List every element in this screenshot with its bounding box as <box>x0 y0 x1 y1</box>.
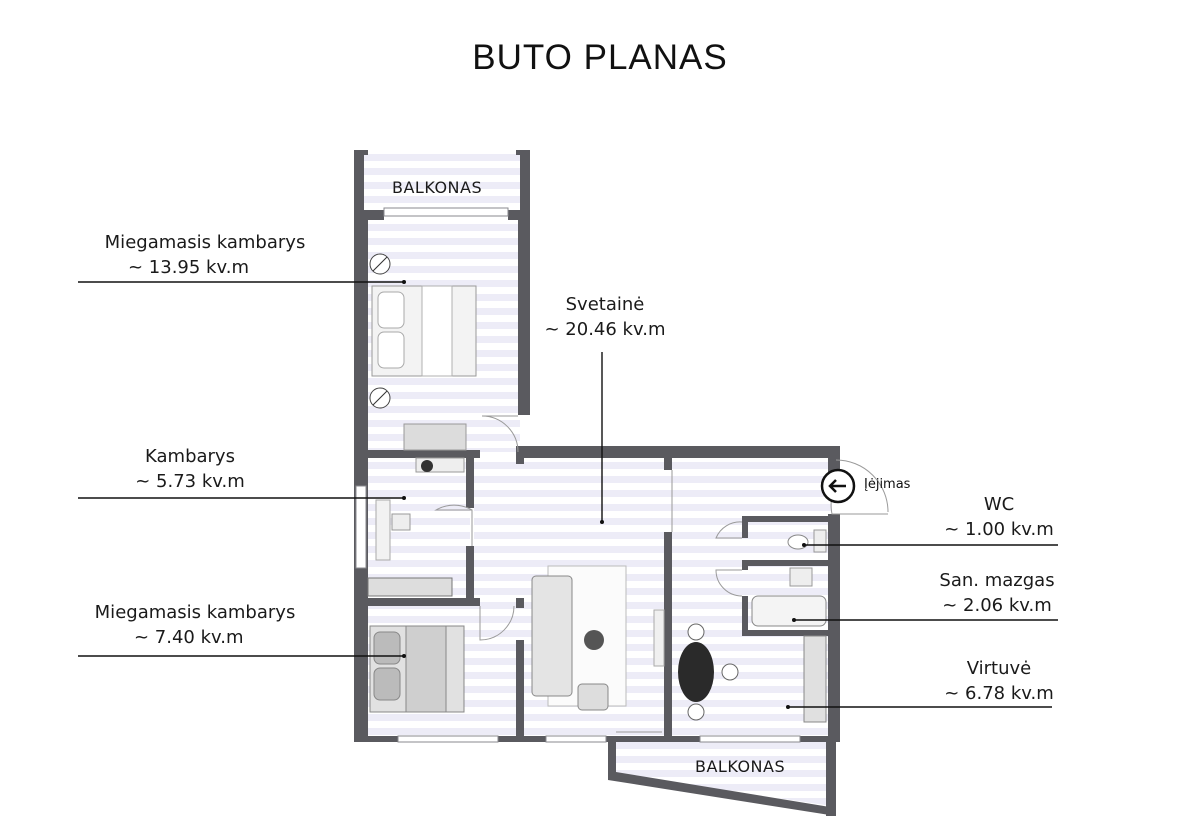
room-area: ~ 1.00 kv.m <box>944 519 1054 540</box>
door-swing <box>715 521 743 539</box>
room-label-small-room: Kambarys ~ 5.73 kv.m <box>110 444 270 494</box>
wall <box>516 598 524 608</box>
windows <box>355 207 801 743</box>
wall <box>354 150 364 218</box>
balcony-label-top: BALKONAS <box>392 178 483 197</box>
room-name: Svetainė <box>565 294 645 315</box>
room-name: Miegamasis kambarys <box>94 602 296 623</box>
wall <box>516 150 530 155</box>
sofa-icon <box>531 565 665 711</box>
wall <box>742 516 832 522</box>
room-area: ~ 6.78 kv.m <box>944 683 1054 704</box>
wall <box>608 738 616 778</box>
window <box>699 735 801 743</box>
wall <box>828 514 840 738</box>
room-label-bedroom-large: Miegamasis kambarys ~ 13.95 kv.m <box>70 230 340 280</box>
furniture <box>367 253 827 723</box>
leader-dots <box>402 280 806 709</box>
wall <box>364 450 480 458</box>
wall <box>742 560 748 570</box>
wall <box>742 630 832 636</box>
room-area: ~ 7.40 kv.m <box>134 627 244 648</box>
wall <box>354 210 368 740</box>
wall <box>516 446 524 464</box>
door-swing <box>481 415 519 453</box>
wall <box>742 596 748 636</box>
wall <box>520 150 530 218</box>
wall <box>364 598 480 606</box>
plan-title: BUTO PLANAS <box>472 38 728 77</box>
wall <box>742 560 832 566</box>
dining-table-icon <box>678 623 827 723</box>
dresser <box>403 423 467 451</box>
window <box>355 485 367 569</box>
floor-top-balcony <box>360 150 528 210</box>
balcony-label-bottom: BALKONAS <box>695 757 786 776</box>
bathtub-icon <box>751 567 827 627</box>
wall <box>516 640 524 736</box>
bed-small-icon <box>369 625 465 713</box>
wall <box>664 458 672 470</box>
door-swing <box>479 605 515 641</box>
wall <box>518 210 530 415</box>
window <box>383 207 509 217</box>
room-label-wc: WC ~ 1.00 kv.m <box>930 492 1068 542</box>
bed-large-icon <box>369 253 477 409</box>
room-area: ~ 5.73 kv.m <box>135 471 245 492</box>
door-swing <box>715 569 743 597</box>
floor-bottom-balcony <box>614 742 832 806</box>
wall <box>826 738 836 816</box>
room-name: San. mazgas <box>939 570 1055 591</box>
room-label-kitchen: Virtuvė ~ 6.78 kv.m <box>928 656 1070 706</box>
room-area: ~ 13.95 kv.m <box>128 257 249 278</box>
room-name: Miegamasis kambarys <box>104 232 306 253</box>
room-area: ~ 2.06 kv.m <box>942 595 1052 616</box>
floor-corridor <box>474 458 524 608</box>
room-name: Virtuvė <box>966 658 1032 679</box>
wall <box>664 532 672 736</box>
room-label-bathroom: San. mazgas ~ 2.06 kv.m <box>926 568 1068 618</box>
doors <box>434 415 889 733</box>
wall <box>466 546 474 604</box>
wall <box>518 446 840 458</box>
desk-icon <box>367 457 465 597</box>
window <box>545 735 607 743</box>
entrance-label: Įėjimas <box>864 477 911 492</box>
door-swing <box>835 459 889 513</box>
arrow-left-circle-icon <box>820 468 856 504</box>
leader-lines <box>78 281 1058 708</box>
room-name: Kambarys <box>145 446 235 467</box>
room-label-living: Svetainė ~ 20.46 kv.m <box>540 292 670 342</box>
window <box>397 735 499 743</box>
wall <box>742 516 748 538</box>
wall <box>354 210 384 220</box>
room-area: ~ 20.46 kv.m <box>544 319 666 340</box>
room-name: WC <box>983 494 1015 515</box>
door-swing <box>434 504 473 546</box>
wall <box>608 772 836 816</box>
wall <box>466 458 474 508</box>
room-label-bedroom-small: Miegamasis kambarys ~ 7.40 kv.m <box>72 600 318 650</box>
wall <box>354 150 368 155</box>
